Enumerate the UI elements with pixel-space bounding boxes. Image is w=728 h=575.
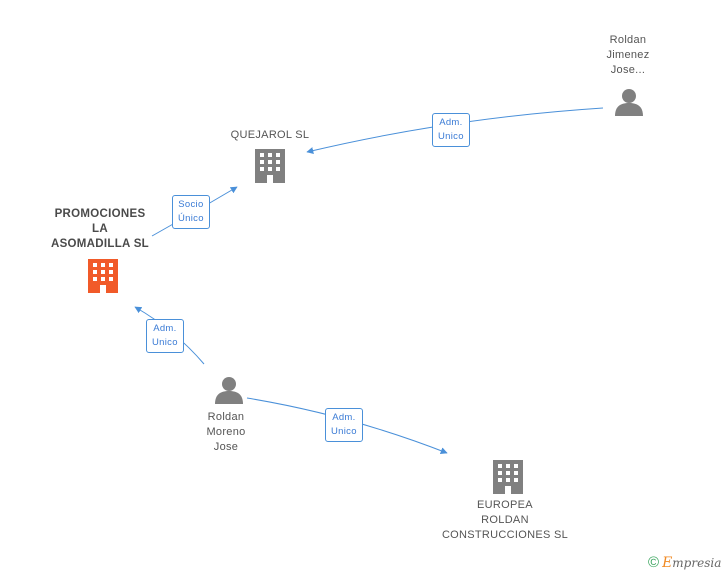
person-icon[interactable] [215,377,243,404]
edge-label-socio-unico: Socio Único [172,195,210,229]
brand-name: mpresia [672,555,722,570]
copyright-icon: © [648,554,660,571]
building-icon[interactable] [255,149,285,183]
node-label-roldan-moreno[interactable]: Roldan Moreno Jose [206,411,246,453]
main-building-icon[interactable] [88,259,118,293]
node-label-roldan-jimenez[interactable]: Roldan Jimenez Jose... [606,34,650,76]
brand-logo: Empresia [662,555,721,571]
empresia-watermark: © Empresia [648,554,721,571]
brand-initial: E [662,554,673,571]
node-label-europea[interactable]: EUROPEA ROLDAN CONSTRUCCIONES SL [441,499,569,541]
node-label-promociones[interactable]: PROMOCIONES LA ASOMADILLA SL [50,208,150,250]
edge-label-adm-promociones: Adm. Unico [146,319,184,353]
node-label-quejarol[interactable]: QUEJAROL SL [230,129,310,141]
building-icon[interactable] [493,460,523,494]
edge-label-adm-quejarol: Adm. Unico [432,113,470,147]
edge-label-adm-europea: Adm. Unico [325,408,363,442]
person-icon[interactable] [615,89,643,116]
